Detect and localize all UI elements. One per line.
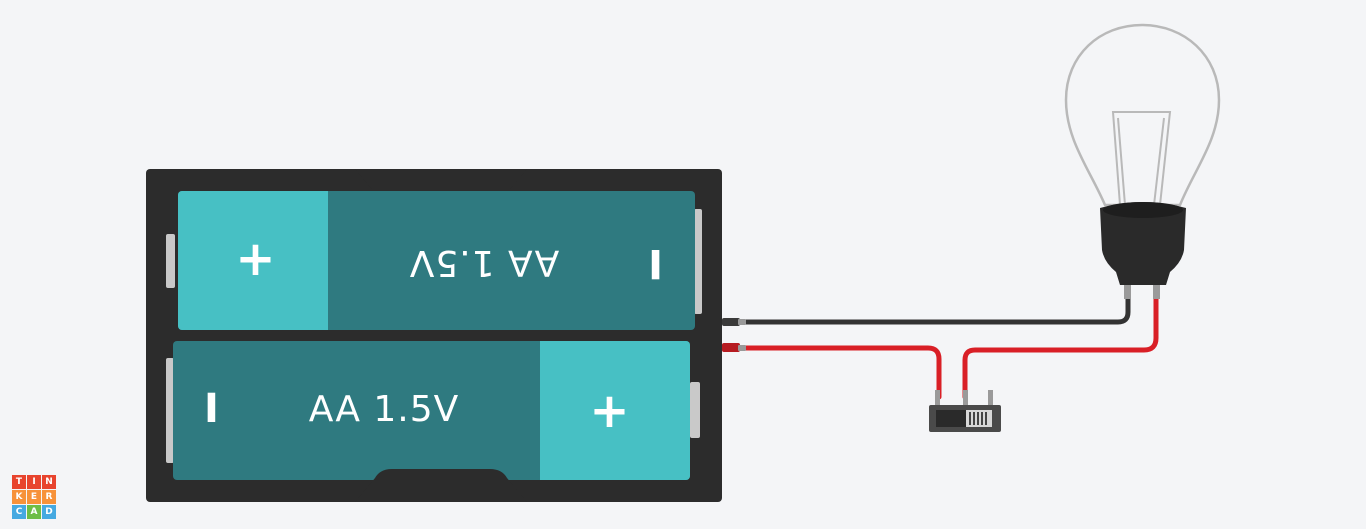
- top-cell-label: AA 1.5V: [409, 242, 560, 283]
- logo-letter: D: [42, 505, 56, 519]
- switch-pin: [935, 390, 940, 406]
- negative-lead-connector: [722, 318, 740, 326]
- red-wire-switch-to-bulb[interactable]: [962, 289, 1159, 400]
- battery-cell-top[interactable]: + AA 1.5V I: [178, 191, 695, 330]
- logo-letter: C: [12, 505, 26, 519]
- terminal-tab: [166, 358, 174, 463]
- socket-rim: [1103, 202, 1183, 218]
- bulb-socket: [1100, 202, 1186, 285]
- holder-bottom-notch: [355, 469, 527, 502]
- terminal-tab: [694, 209, 702, 314]
- switch-pin: [988, 390, 993, 406]
- positive-lead-connector: [722, 343, 740, 352]
- cell-plus-end-fill: [540, 341, 568, 480]
- switch-pin: [963, 390, 968, 406]
- logo-letter: E: [27, 490, 41, 504]
- minus-sign-bottom: I: [204, 386, 220, 432]
- cell-plus-end: [540, 341, 690, 480]
- terminal-tab: [166, 234, 175, 288]
- bulb-glass: [1064, 23, 1221, 207]
- battery-cell-bottom[interactable]: I AA 1.5V +: [173, 341, 690, 480]
- bulb-terminal-left: [1124, 285, 1131, 299]
- minus-sign-top: I: [647, 240, 663, 286]
- red-wire-battery-to-switch[interactable]: [742, 345, 942, 400]
- plus-sign-top: +: [235, 231, 276, 287]
- terminal-tab: [690, 382, 700, 438]
- plus-sign-bottom: +: [589, 383, 630, 439]
- logo-letter: T: [12, 475, 26, 489]
- bulb-filament: [1111, 111, 1172, 206]
- bulb-terminal-right: [1153, 285, 1160, 299]
- cell-plus-end: [178, 191, 328, 330]
- logo-letter: A: [27, 505, 41, 519]
- black-wire[interactable]: [742, 289, 1131, 325]
- cell-plus-end-fill: [300, 191, 328, 330]
- negative-lead-tip: [738, 319, 746, 325]
- logo-letter: I: [27, 475, 41, 489]
- bottom-cell-label: AA 1.5V: [309, 389, 460, 430]
- logo-letter: K: [12, 490, 26, 504]
- positive-lead-tip: [738, 345, 746, 351]
- light-bulb[interactable]: [1064, 23, 1221, 299]
- slide-switch[interactable]: [929, 390, 1001, 432]
- logo-letter: R: [42, 490, 56, 504]
- switch-slider[interactable]: [966, 410, 992, 427]
- logo-letter: N: [42, 475, 56, 489]
- battery-pack[interactable]: + AA 1.5V I I AA 1.5V +: [146, 169, 746, 502]
- wires: [742, 289, 1159, 400]
